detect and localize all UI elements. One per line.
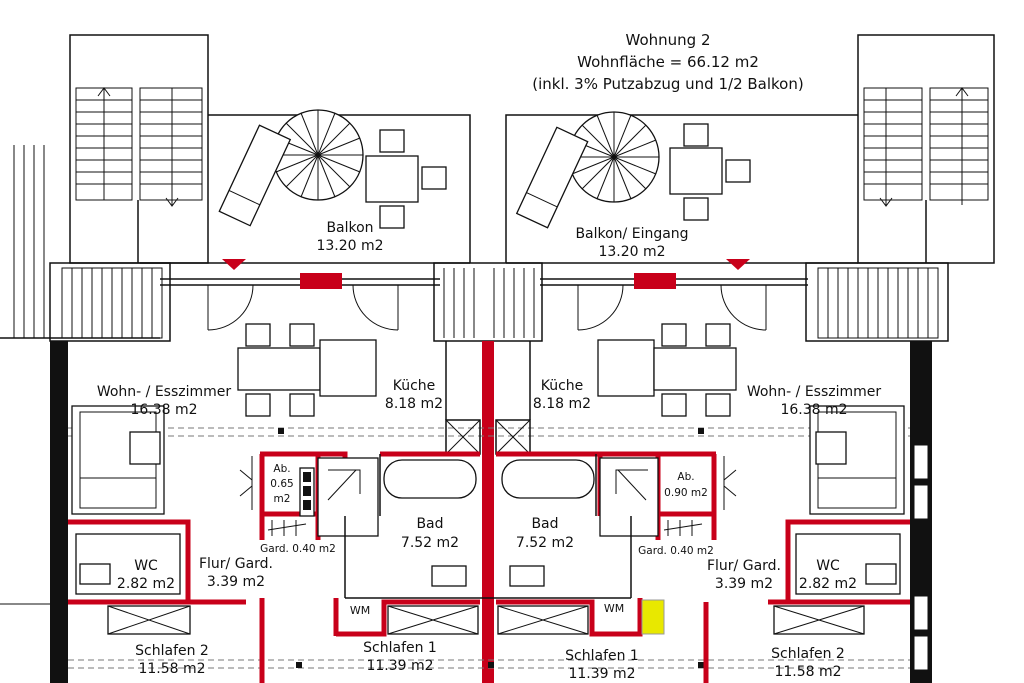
highlight-marker (641, 599, 665, 635)
bad-left-area: 7.52 m2 (401, 535, 459, 551)
balkon-right-name: Balkon/ Eingang (575, 226, 688, 242)
entry-marker-left (222, 259, 246, 270)
balcony-right-furniture (515, 111, 751, 229)
kueche-left-area: 8.18 m2 (385, 396, 443, 412)
schlafen1-right-area: 11.39 m2 (568, 666, 635, 682)
kueche-left-name: Küche (393, 378, 436, 394)
bad-right-area: 7.52 m2 (516, 535, 574, 551)
flur-left-name: Flur/ Gard. (199, 556, 273, 572)
header-title: Wohnung 2 (626, 31, 711, 49)
gard-right-label: Gard. 0.40 m2 (638, 545, 714, 557)
wohn-right-area: 16.38 m2 (780, 402, 847, 418)
ab-left-area1: 0.65 (270, 478, 293, 490)
party-wall (482, 341, 494, 683)
interior-walls-lower (68, 516, 910, 683)
stair-right (857, 34, 995, 264)
flur-right-name: Flur/ Gard. (707, 558, 781, 574)
bath-walls-right (496, 451, 737, 587)
dining-left (237, 323, 377, 417)
wohn-left-area: 16.38 m2 (130, 402, 197, 418)
schlafen1-right-name: Schlafen 1 (565, 648, 639, 664)
wohn-right-name: Wohn- / Esszimmer (747, 384, 882, 400)
header-area: Wohnfläche = 66.12 m2 (577, 53, 759, 71)
flur-left-area: 3.39 m2 (207, 574, 265, 590)
schlafen2-right-name: Schlafen 2 (771, 646, 845, 662)
balcony-right-outline (505, 114, 858, 264)
kueche-right-name: Küche (541, 378, 584, 394)
header-note: (inkl. 3% Putzabzug und 1/2 Balkon) (532, 75, 803, 93)
wc-left-name: WC (134, 558, 158, 574)
ab-right-area: 0.90 m2 (664, 487, 708, 499)
wc-left-area: 2.82 m2 (117, 576, 175, 592)
balkon-left-area: 13.20 m2 (316, 238, 383, 254)
exterior-wall-right (910, 341, 932, 683)
balkon-left-name: Balkon (326, 220, 373, 236)
schlafen2-left-name: Schlafen 2 (135, 643, 209, 659)
kueche-right-area: 8.18 m2 (533, 396, 591, 412)
wohn-left-name: Wohn- / Esszimmer (97, 384, 232, 400)
wc-right-area: 2.82 m2 (799, 576, 857, 592)
ab-right-name: Ab. (677, 471, 694, 483)
balcony-left-furniture (218, 109, 447, 229)
stair-left (69, 34, 209, 264)
schlafen1-left-name: Schlafen 1 (363, 640, 437, 656)
wm-right-label: WM (604, 602, 624, 615)
gard-left-label: Gard. 0.40 m2 (260, 543, 336, 555)
bad-right-name: Bad (531, 516, 558, 532)
entry-marker-right (726, 259, 750, 270)
bath-walls-left (239, 451, 480, 587)
ab-left-name: Ab. (273, 463, 290, 475)
schlafen2-left-area: 11.58 m2 (138, 661, 205, 677)
sofa-left (71, 405, 165, 515)
ceiling-markers (278, 428, 704, 668)
bad-left-name: Bad (416, 516, 443, 532)
facade-wall (160, 273, 808, 289)
door-swings (207, 284, 767, 331)
balkon-right-area: 13.20 m2 (598, 244, 665, 260)
ab-left-area2: m2 (274, 493, 291, 505)
exterior-wall-left (50, 341, 68, 683)
schlafen1-left-area: 11.39 m2 (366, 658, 433, 674)
bedroom-wardrobes (107, 605, 865, 635)
wm-left-label: WM (350, 604, 370, 617)
balcony-left-outline (140, 114, 471, 264)
dining-right (597, 323, 737, 417)
flur-right-area: 3.39 m2 (715, 576, 773, 592)
railing-boxes (49, 262, 949, 342)
sofa-right (809, 405, 905, 515)
schlafen2-right-area: 11.58 m2 (774, 664, 841, 680)
wc-right-name: WC (816, 558, 840, 574)
